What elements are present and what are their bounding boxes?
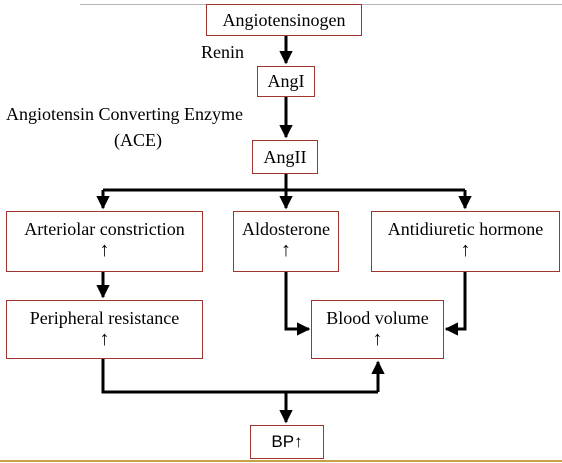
node-peripheral-label: Peripheral resistance bbox=[29, 308, 180, 328]
edge-aldosterone-to-blood-volume bbox=[284, 272, 311, 336]
node-angII: AngII bbox=[252, 140, 318, 174]
increase-arrow-icon: ↑ bbox=[99, 328, 110, 350]
node-antidiuretic-hormone: Antidiuretic hormone ↑ bbox=[371, 211, 560, 272]
bottom-rule bbox=[0, 460, 562, 462]
node-arteriolar-label: Arteriolar constriction bbox=[24, 219, 185, 239]
edge-peripheral-down bbox=[101, 359, 378, 394]
node-angII-label: AngII bbox=[263, 147, 307, 167]
label-ace-line1: Angiotensin Converting Enzyme bbox=[6, 104, 243, 124]
node-aldosterone: Aldosterone ↑ bbox=[233, 211, 339, 272]
node-arteriolar-constriction: Arteriolar constriction ↑ bbox=[6, 211, 203, 272]
node-angiotensinogen-label: Angiotensinogen bbox=[222, 10, 346, 30]
node-peripheral-resistance: Peripheral resistance ↑ bbox=[6, 300, 203, 359]
edge-adh-to-blood-volume bbox=[444, 272, 467, 336]
increase-arrow-icon: ↑ bbox=[372, 328, 383, 350]
node-bp-label: BP↑ bbox=[271, 432, 303, 451]
node-aldosterone-label: Aldosterone bbox=[242, 219, 330, 239]
increase-arrow-icon: ↑ bbox=[460, 239, 471, 261]
increase-arrow-icon: ↑ bbox=[281, 239, 291, 261]
label-ace-line2: (ACE) bbox=[114, 130, 162, 150]
increase-arrow-icon: ↑ bbox=[99, 239, 110, 261]
node-blood-volume-label: Blood volume bbox=[326, 308, 429, 328]
node-angI: AngI bbox=[257, 66, 315, 97]
label-renin: Renin bbox=[201, 42, 244, 62]
node-angiotensinogen: Angiotensinogen bbox=[206, 4, 362, 36]
node-adh-label: Antidiuretic hormone bbox=[387, 219, 544, 239]
node-bp: BP↑ bbox=[250, 425, 324, 459]
node-angI-label: AngI bbox=[267, 71, 305, 91]
node-blood-volume: Blood volume ↑ bbox=[311, 300, 444, 359]
